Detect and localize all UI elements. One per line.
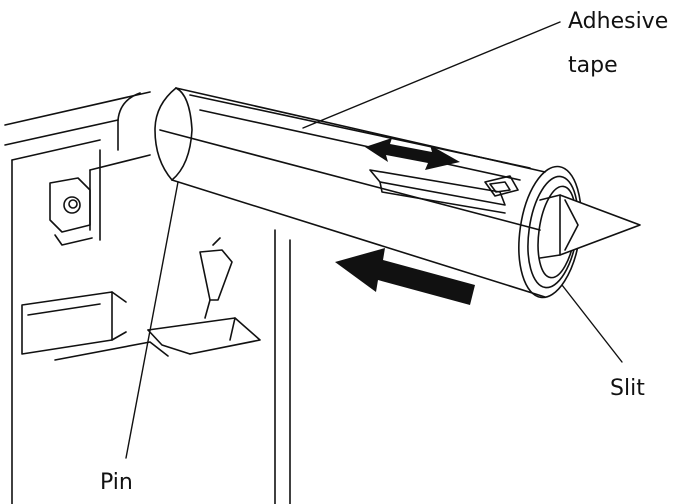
motion-arrows bbox=[335, 138, 475, 305]
label-adhesive-tape-line1: Adhesive bbox=[568, 9, 669, 34]
cartridge-end-cap bbox=[518, 165, 641, 299]
leader-adhesive-tape bbox=[302, 21, 561, 129]
adhesive-tape bbox=[369, 169, 519, 214]
label-slit: Slit bbox=[610, 376, 645, 401]
label-pin: Pin bbox=[100, 470, 133, 495]
insert-arrow-icon bbox=[335, 248, 475, 305]
hook-part bbox=[199, 237, 233, 319]
toner-cartridge bbox=[154, 87, 546, 298]
leader-lines bbox=[125, 21, 623, 459]
leader-slit bbox=[561, 284, 623, 363]
label-adhesive-tape-line2: tape bbox=[568, 53, 618, 78]
leader-pin bbox=[125, 181, 179, 459]
lower-compartment bbox=[21, 291, 261, 361]
latch-bracket bbox=[49, 177, 93, 246]
machine-frame bbox=[4, 91, 291, 504]
double-arrow-icon bbox=[365, 138, 460, 170]
